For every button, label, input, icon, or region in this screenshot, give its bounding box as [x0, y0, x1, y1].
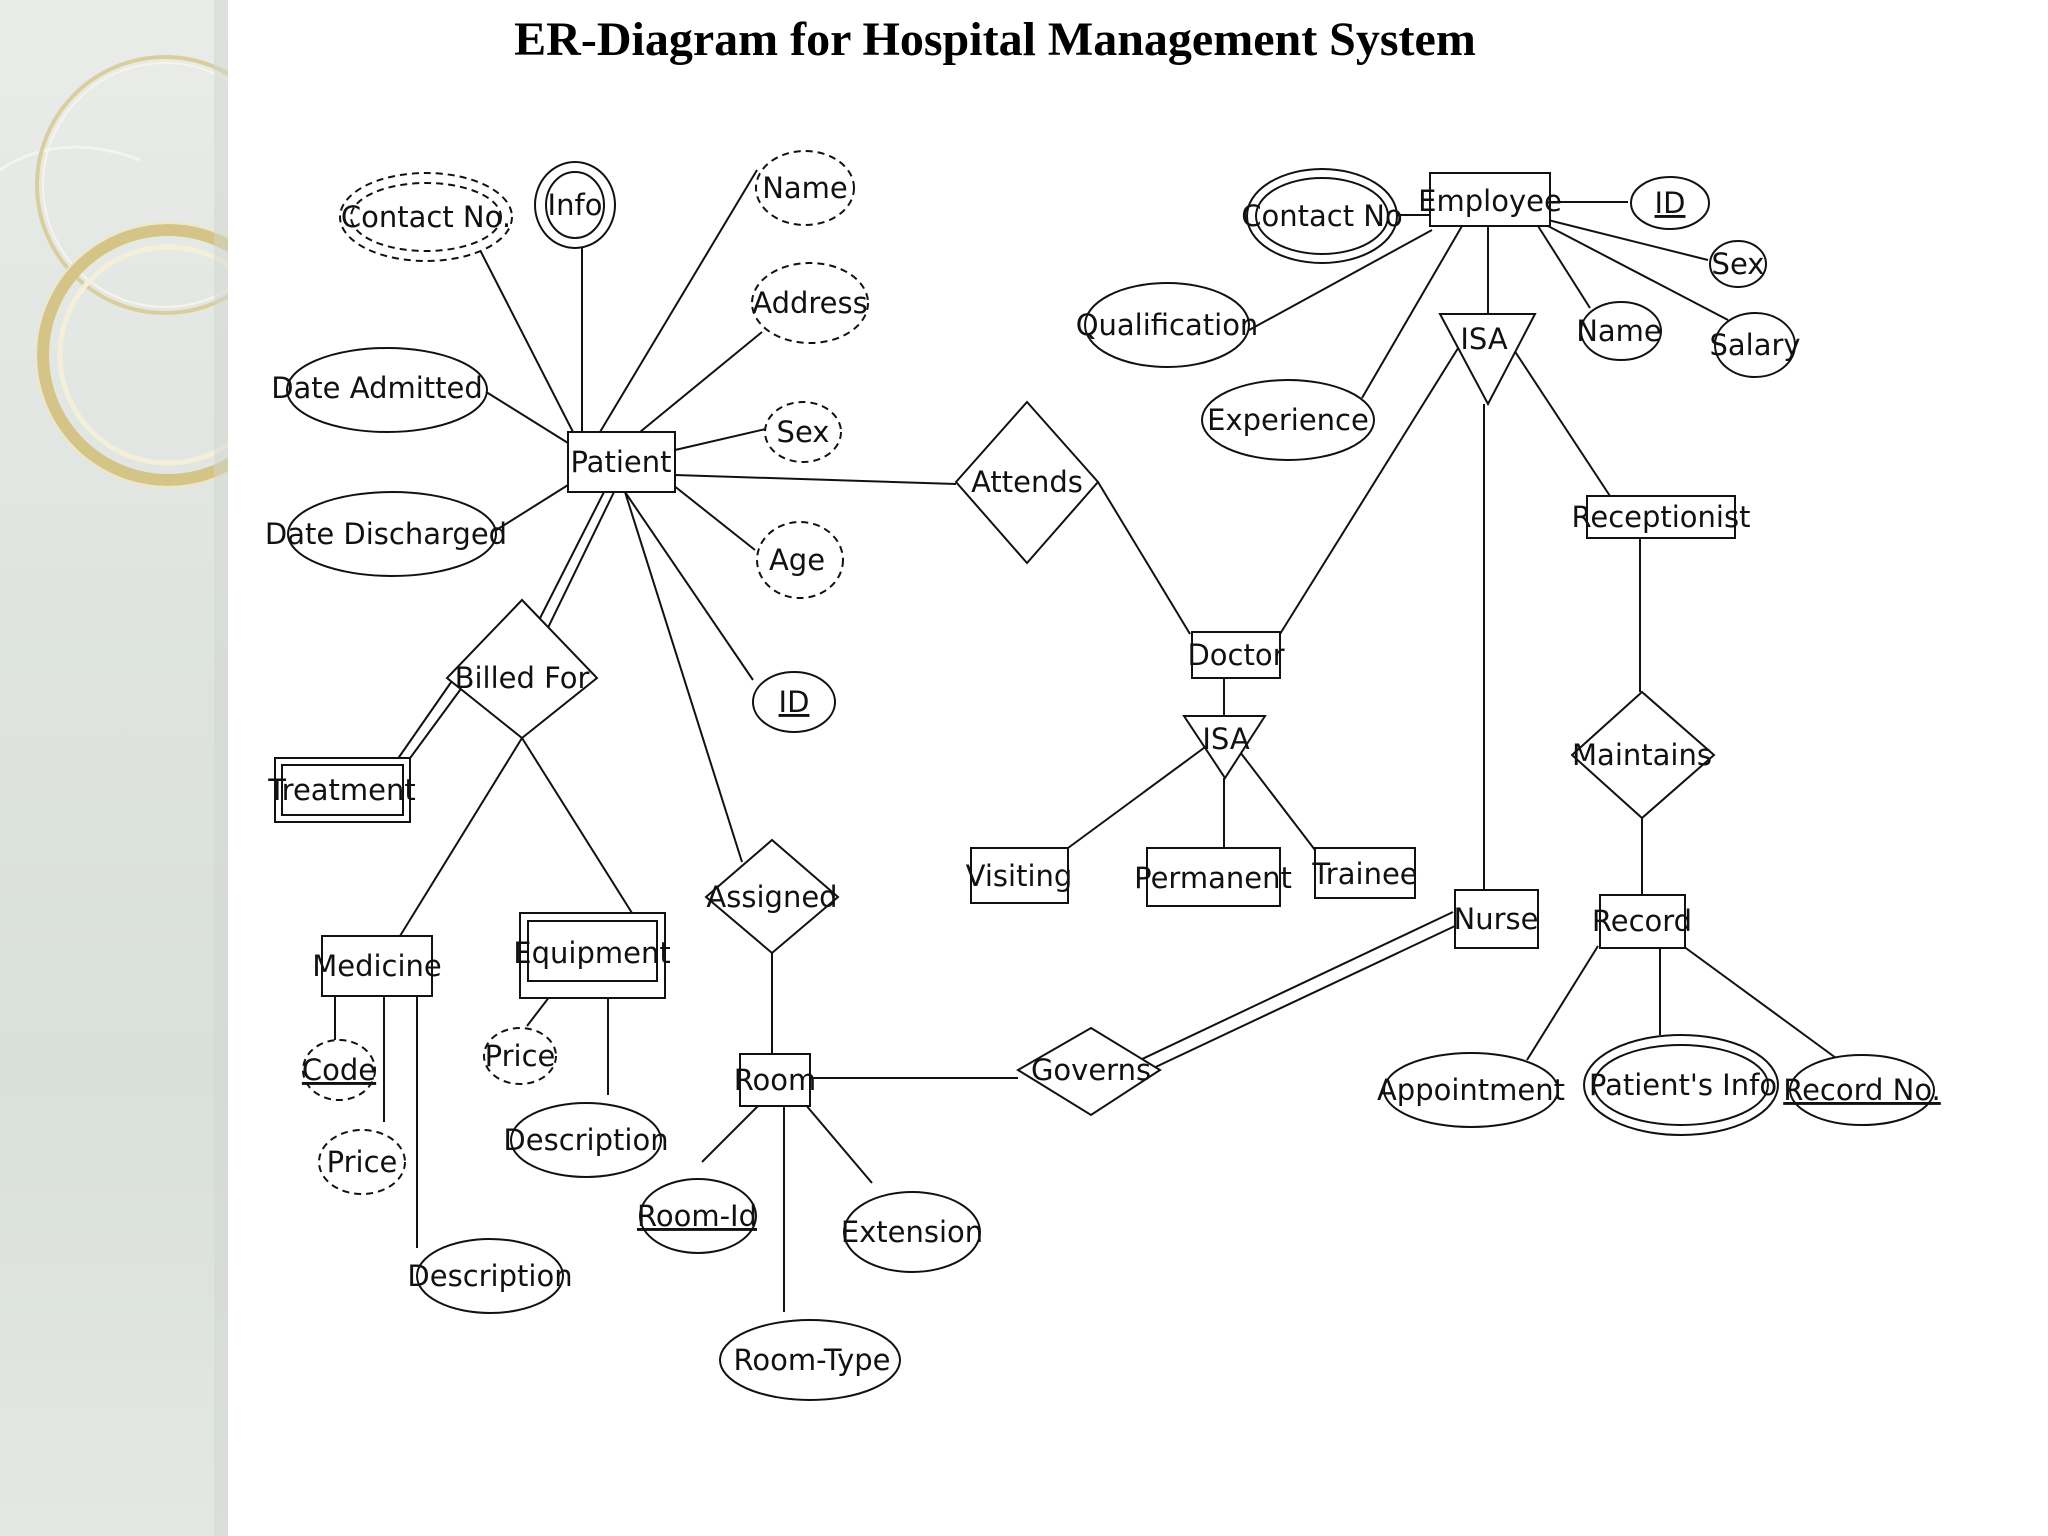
entity-medicine: Medicine	[312, 935, 442, 997]
entity-label: Patient	[571, 445, 672, 479]
attribute-patient-id: ID	[752, 671, 836, 733]
attribute-label: Room-Id	[637, 1199, 757, 1233]
attribute-label: Contact No.	[341, 200, 511, 234]
attribute-room-extension: Extension	[841, 1191, 983, 1273]
attribute-label: Age	[769, 543, 825, 577]
attribute-label: Contact No	[1241, 199, 1402, 233]
decorative-rings	[0, 0, 228, 1536]
attribute-patient-name: Name	[755, 150, 855, 226]
attribute-employee-name: Name	[1576, 301, 1662, 361]
entity-label: Record	[1592, 904, 1692, 938]
attribute-label: Description	[407, 1259, 572, 1293]
attribute-label: Room-Type	[734, 1343, 891, 1377]
attribute-label: Patient's Info	[1589, 1068, 1777, 1102]
isa-label: ISA	[1202, 722, 1249, 756]
entity-employee: Employee	[1418, 172, 1562, 227]
connector-lines	[334, 169, 1837, 1312]
isa-label: ISA	[1460, 322, 1507, 356]
attribute-label: Salary	[1709, 328, 1800, 362]
attribute-employee-salary: Salary	[1709, 312, 1801, 378]
entity-nurse: Nurse	[1454, 889, 1539, 949]
attribute-patient-date-discharged: Date Discharged	[265, 491, 507, 577]
relationship-billed-for: Billed For	[445, 598, 599, 740]
attribute-label: Name	[1576, 314, 1662, 348]
attribute-label: ID	[1655, 186, 1686, 220]
attribute-label: Date Admitted	[271, 371, 483, 405]
attribute-patient-info: Info	[534, 161, 616, 249]
attribute-label: Sex	[1712, 247, 1765, 281]
attribute-label: Date Discharged	[265, 517, 507, 551]
entity-doctor: Doctor	[1187, 631, 1285, 679]
attribute-label: Experience	[1207, 403, 1369, 437]
entity-equipment: Equipment	[513, 912, 671, 999]
attribute-record-appointment: Appointment	[1377, 1052, 1565, 1128]
isa-employee: ISA	[1438, 313, 1537, 407]
attribute-label: Name	[762, 171, 848, 205]
entity-record: Record	[1592, 894, 1692, 949]
attribute-employee-sex: Sex	[1709, 240, 1767, 288]
entity-room: Room	[734, 1053, 817, 1107]
entity-label: Employee	[1418, 184, 1562, 218]
attribute-room-type: Room-Type	[719, 1319, 901, 1401]
entity-treatment: Treatment	[267, 757, 416, 823]
relationship-assigned: Assigned	[704, 838, 840, 955]
entity-label: Medicine	[312, 949, 442, 983]
decorative-sidebar	[0, 0, 228, 1536]
attribute-medicine-price: Price	[318, 1129, 406, 1195]
entity-permanent: Permanent	[1134, 847, 1292, 907]
attribute-employee-qualification: Qualification	[1076, 282, 1259, 368]
isa-doctor: ISA	[1182, 715, 1267, 780]
attribute-patient-sex: Sex	[764, 401, 842, 463]
attribute-label: Price	[327, 1145, 398, 1179]
relationship-label: Attends	[971, 465, 1083, 499]
attribute-label: Description	[503, 1123, 668, 1157]
entity-trainee: Trainee	[1311, 847, 1418, 899]
entity-label: Treatment	[267, 773, 416, 807]
entity-receptionist: Receptionist	[1572, 495, 1751, 539]
entity-label: Trainee	[1311, 857, 1417, 891]
relationship-label: Maintains	[1572, 738, 1712, 772]
relationship-label: Assigned	[706, 880, 837, 914]
attribute-record-patients-info: Patient's Info	[1583, 1034, 1779, 1136]
entity-label: Doctor	[1187, 638, 1284, 672]
attribute-record-no: Record No.	[1783, 1054, 1941, 1126]
attribute-label: Code	[302, 1053, 376, 1087]
relationship-label: Governs	[1031, 1053, 1151, 1087]
attribute-employee-contact-no: Contact No	[1241, 168, 1403, 264]
attribute-label: Info	[548, 188, 603, 222]
attribute-medicine-code: Code	[302, 1039, 376, 1101]
attribute-patient-date-admitted: Date Admitted	[271, 347, 488, 433]
attribute-label: Address	[752, 286, 868, 320]
page-title: ER-Diagram for Hospital Management Syste…	[514, 13, 1476, 66]
attribute-label: Price	[485, 1039, 556, 1073]
entity-label: Nurse	[1454, 902, 1539, 936]
attribute-patient-age: Age	[756, 521, 844, 599]
entity-label: Room	[734, 1063, 817, 1097]
attribute-label: ID	[779, 685, 810, 719]
attribute-patient-contact-no: Contact No.	[339, 172, 513, 262]
attribute-equipment-description: Description	[503, 1102, 669, 1178]
attribute-label: Sex	[777, 415, 830, 449]
attribute-room-id: Room-Id	[637, 1178, 757, 1254]
attribute-employee-id: ID	[1630, 176, 1710, 230]
relationship-attends: Attends	[954, 400, 1100, 565]
relationship-maintains: Maintains	[1570, 690, 1716, 820]
attribute-label: Qualification	[1076, 308, 1259, 342]
entity-label: Visiting	[966, 859, 1073, 893]
attribute-employee-experience: Experience	[1201, 379, 1375, 461]
attribute-label: Extension	[841, 1215, 983, 1249]
entity-label: Permanent	[1134, 861, 1292, 895]
attribute-label: Record No.	[1783, 1073, 1941, 1107]
attribute-patient-address: Address	[751, 262, 869, 344]
attribute-equipment-price: Price	[483, 1027, 557, 1085]
entity-label: Equipment	[513, 936, 670, 970]
attribute-medicine-description: Description	[407, 1238, 573, 1314]
relationship-governs: Governs	[1016, 1026, 1162, 1117]
attribute-label: Appointment	[1377, 1073, 1565, 1107]
entity-patient: Patient	[567, 431, 676, 493]
entity-label: Receptionist	[1572, 500, 1751, 534]
entity-visiting: Visiting	[966, 847, 1073, 904]
relationship-label: Billed For	[455, 661, 590, 695]
